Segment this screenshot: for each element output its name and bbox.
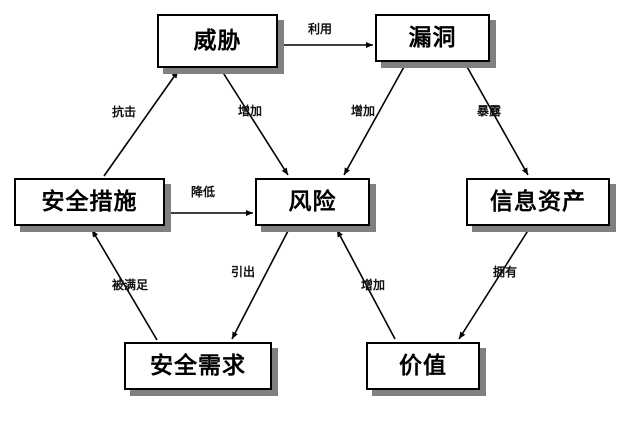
node-label-requirement: 安全需求: [150, 352, 246, 379]
edge-label-reduce: 降低: [190, 185, 216, 199]
node-label-value: 价值: [399, 352, 447, 379]
edge-own: [458, 228, 530, 340]
edge-increase-2: [343, 64, 406, 176]
node-vulnerability[interactable]: 漏洞: [375, 14, 490, 62]
node-risk[interactable]: 风险: [255, 178, 370, 226]
node-label-safeguard: 安全措施: [41, 188, 138, 215]
node-label-risk: 风险: [288, 188, 337, 215]
node-threat[interactable]: 威胁: [157, 14, 278, 68]
edge-label-satisfied: 被满足: [111, 278, 149, 292]
edge-label-own: 拥有: [492, 265, 518, 279]
edge-label-increase-2: 增加: [350, 104, 376, 118]
node-safeguard[interactable]: 安全措施: [14, 178, 165, 226]
edge-increase-1: [221, 70, 289, 176]
edge-resist: [103, 70, 179, 177]
edge-label-derive: 引出: [230, 265, 256, 279]
edge-derive: [231, 228, 290, 340]
edge-label-expose: 暴露: [476, 104, 502, 118]
node-asset[interactable]: 信息资产: [466, 178, 610, 226]
node-label-threat: 威胁: [193, 27, 242, 54]
edge-label-increase-1: 增加: [237, 104, 263, 118]
node-label-vulnerability: 漏洞: [408, 24, 457, 51]
edge-label-resist: 抗击: [111, 105, 137, 119]
edge-expose: [465, 64, 529, 176]
node-label-asset: 信息资产: [490, 188, 586, 215]
edge-label-exploit: 利用: [307, 22, 333, 36]
node-requirement[interactable]: 安全需求: [124, 342, 272, 390]
edge-label-increase-3: 增加: [360, 278, 386, 292]
node-value[interactable]: 价值: [366, 342, 480, 390]
